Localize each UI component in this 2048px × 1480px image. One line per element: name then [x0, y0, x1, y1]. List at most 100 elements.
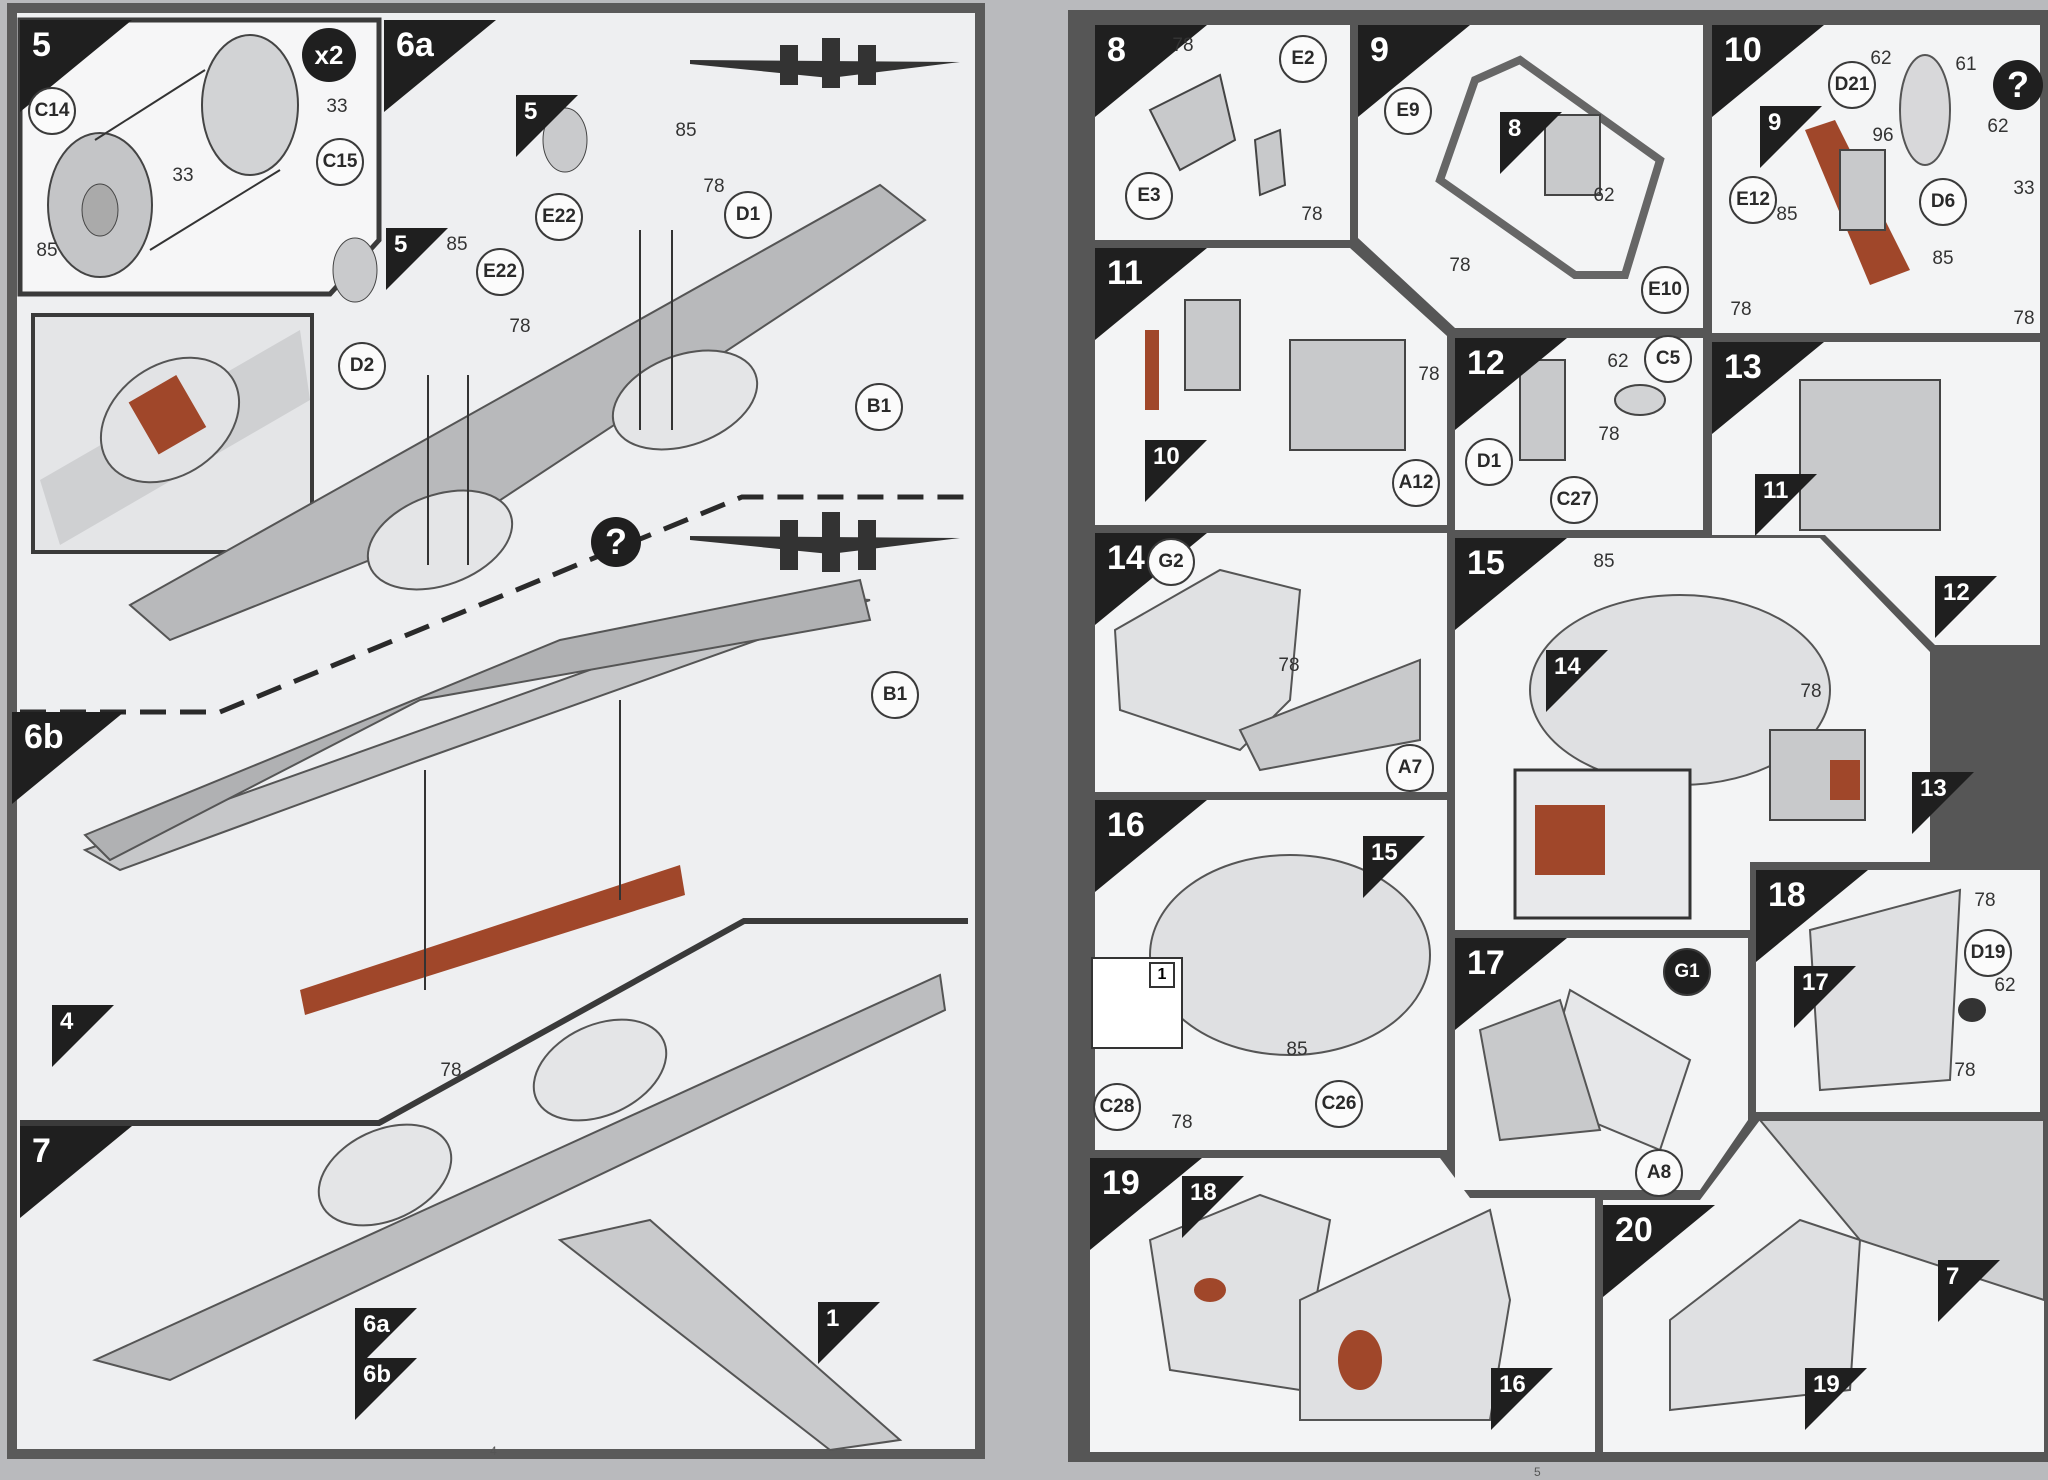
paint-ref: 33: [326, 96, 348, 117]
aircraft-front-silhouette: [690, 512, 960, 572]
part-callout: E22: [476, 248, 524, 296]
part-callout: C27: [1550, 476, 1598, 524]
paint-ref: 85: [1776, 204, 1798, 225]
paint-ref: 78: [1598, 424, 1620, 445]
fuselage: [557, 1218, 903, 1452]
paint-ref: 78: [440, 1060, 462, 1081]
paint-ref: 78: [1172, 35, 1194, 56]
part-callout: E2: [1279, 35, 1327, 83]
paint-ref: 62: [1593, 185, 1615, 206]
wheel-part: [332, 237, 378, 303]
paint-ref: 78: [1301, 204, 1323, 225]
part-callout: C28: [1093, 1083, 1141, 1131]
wing-assembly: [92, 973, 947, 1382]
paint-ref: 78: [2013, 308, 2035, 329]
wheel-hub: [81, 183, 119, 237]
paint-ref: 62: [1994, 975, 2016, 996]
part-callout: D1: [1465, 438, 1513, 486]
paint-ref: 78: [509, 316, 531, 337]
question-mark-icon: ?: [1993, 60, 2043, 110]
seat-brown: [1145, 330, 1159, 410]
step-7-divider: [20, 918, 968, 1126]
nacelle: [366, 489, 514, 591]
seat-brown: [1830, 760, 1860, 800]
part-callout: D1: [724, 191, 772, 239]
bulkhead-part: [1289, 339, 1406, 451]
paint-ref: 85: [36, 240, 58, 261]
cockpit-shell: [1149, 854, 1431, 1056]
page-number-left: 4: [490, 1444, 497, 1458]
cockpit-shell: [1669, 1218, 1862, 1412]
paint-ref: 78: [703, 176, 725, 197]
part-callout: C5: [1644, 335, 1692, 383]
wheel-part: [201, 34, 299, 176]
part-callout: B1: [855, 383, 903, 431]
paint-ref: 78: [1974, 890, 1996, 911]
paint-ref: 85: [1593, 551, 1615, 572]
fuselage: [1757, 1119, 2045, 1302]
paint-ref: 33: [172, 165, 194, 186]
paint-ref: 78: [1278, 655, 1300, 676]
paint-ref: 85: [1286, 1039, 1308, 1060]
paint-ref: 61: [1955, 54, 1977, 75]
paint-ref: 78: [1730, 299, 1752, 320]
part-callout: E12: [1729, 176, 1777, 224]
part-callout: G2: [1147, 538, 1195, 586]
nacelle: [611, 349, 759, 451]
paint-ref: 85: [446, 234, 468, 255]
part-callout: B1: [871, 671, 919, 719]
cockpit-side: [1808, 888, 1962, 1092]
paint-ref: 78: [1449, 255, 1471, 276]
seat-back: [1184, 299, 1241, 391]
seat-back: [1544, 114, 1601, 196]
wing-upper: [83, 578, 872, 862]
pilot-figure: [1338, 1330, 1382, 1390]
part-callout: C15: [316, 138, 364, 186]
cockpit-side: [1113, 568, 1302, 752]
step-9-panel: [1358, 25, 1703, 328]
quantity-badge: x2: [302, 28, 356, 82]
paint-ref: 85: [675, 120, 697, 141]
nacelle: [317, 1123, 453, 1227]
detail-view-number: 1: [1149, 962, 1175, 988]
part-callout: D21: [1828, 61, 1876, 109]
paint-ref: 78: [1418, 364, 1440, 385]
part-callout: C26: [1315, 1080, 1363, 1128]
part-callout: A7: [1386, 744, 1434, 792]
paint-ref: 85: [1932, 248, 1954, 269]
cushion-part: [1614, 384, 1666, 416]
seat-frame: [1435, 55, 1665, 279]
pilot-figure: [1899, 54, 1951, 166]
paint-ref: 62: [1987, 116, 2009, 137]
part-callout: D19: [1964, 929, 2012, 977]
paint-ref: 78: [1954, 1060, 1976, 1081]
wing-spar: [300, 865, 685, 1015]
cockpit-floor: [1238, 658, 1421, 772]
part-callout: G1: [1663, 948, 1711, 996]
gear-bay-part: [128, 375, 207, 455]
part-callout: D6: [1919, 178, 1967, 226]
question-mark-icon: ?: [591, 517, 641, 567]
part-callout: D2: [338, 342, 386, 390]
paint-ref: 96: [1872, 125, 1894, 146]
bracket-part: [1253, 128, 1287, 197]
seat-part: [1519, 359, 1566, 461]
nacelle: [532, 1018, 668, 1122]
aircraft-front-silhouette: [690, 38, 960, 88]
part-callout: C14: [28, 87, 76, 135]
part-callout: E22: [535, 193, 583, 241]
paint-ref: 62: [1870, 48, 1892, 69]
page-number-right: 5: [1534, 1465, 1541, 1479]
part-callout: A8: [1635, 1149, 1683, 1197]
paint-ref: 62: [1607, 351, 1629, 372]
part-callout: E10: [1641, 266, 1689, 314]
seat-back: [1839, 149, 1886, 231]
part-callout: A12: [1392, 459, 1440, 507]
part-d19: [1958, 998, 1986, 1022]
cockpit-side: [1478, 998, 1602, 1142]
seat-brown: [1535, 805, 1605, 875]
seat-assembly: [1799, 379, 1941, 531]
seat-part: [1148, 73, 1237, 172]
paint-ref: 78: [1171, 1112, 1193, 1133]
